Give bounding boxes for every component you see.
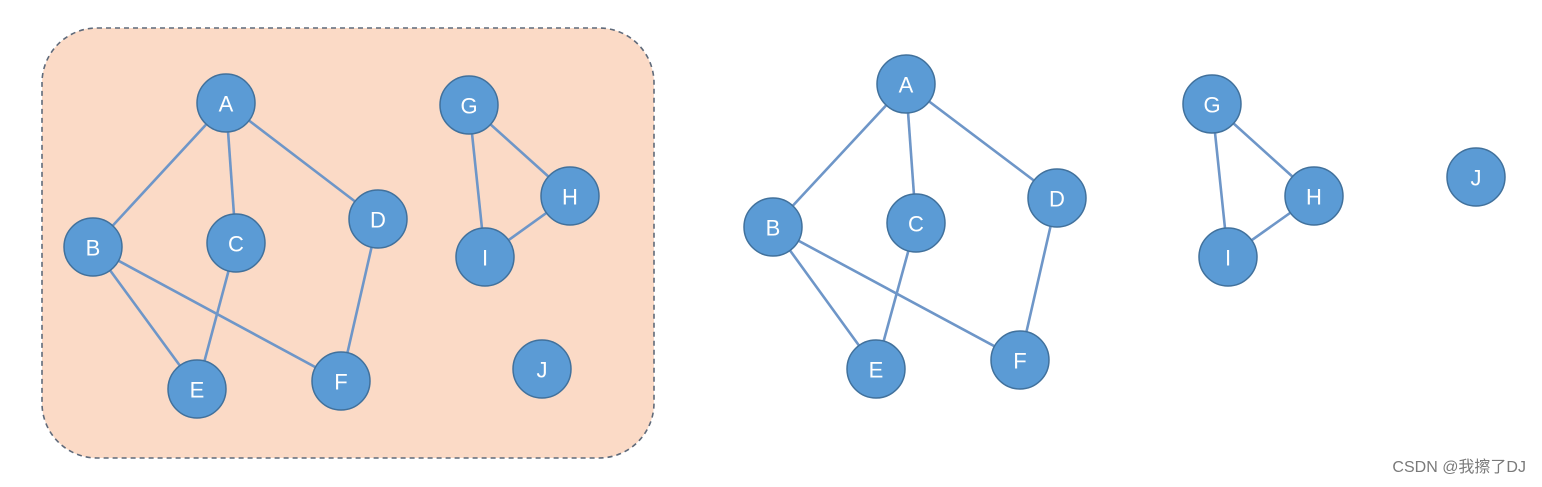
left-node-b-circle (63, 217, 123, 277)
left-node-e-circle (167, 359, 227, 419)
right-graph-nodes: A B C D E F G H I J (743, 54, 1506, 399)
right-node-h: H (1284, 166, 1344, 226)
right-node-a: A (876, 54, 936, 114)
left-node-f: F (311, 351, 371, 411)
right-node-i: I (1198, 227, 1258, 287)
left-node-b-label: B (86, 236, 101, 261)
right-node-j-circle (1446, 147, 1506, 207)
left-node-e-label: E (190, 378, 205, 403)
left-node-f-label: F (334, 370, 347, 395)
left-edge-a-d (225, 101, 379, 221)
right-node-f-circle (990, 330, 1050, 390)
left-node-c-label: C (228, 232, 244, 257)
right-node-g: G (1182, 74, 1242, 134)
left-node-d-circle (348, 189, 408, 249)
right-node-h-label: H (1306, 185, 1322, 210)
left-node-j: J (512, 339, 572, 399)
left-node-h-label: H (562, 185, 578, 210)
right-node-c-circle (886, 193, 946, 253)
right-edge-a-b (772, 83, 907, 228)
left-graph-nodes: A B C D E F G H I J (63, 73, 600, 419)
right-node-d-label: D (1049, 187, 1065, 212)
left-node-i-label: I (482, 246, 488, 271)
left-node-j-circle (512, 339, 572, 399)
right-node-e-label: E (869, 358, 884, 383)
right-node-j-label: J (1471, 166, 1482, 191)
left-node-g-label: G (460, 94, 477, 119)
right-edge-a-d (905, 82, 1058, 200)
left-node-h-circle (540, 166, 600, 226)
right-node-e-circle (846, 339, 906, 399)
right-node-b: B (743, 197, 803, 257)
left-node-d: D (348, 189, 408, 249)
left-edge-a-b (92, 102, 227, 248)
left-node-i: I (455, 227, 515, 287)
left-node-b: B (63, 217, 123, 277)
left-node-a-label: A (219, 92, 234, 117)
right-node-d-circle (1027, 168, 1087, 228)
right-node-j: J (1446, 147, 1506, 207)
left-node-i-circle (455, 227, 515, 287)
right-node-f: F (990, 330, 1050, 390)
left-node-f-circle (311, 351, 371, 411)
right-node-c-label: C (908, 212, 924, 237)
left-node-a: A (196, 73, 256, 133)
left-node-g: G (439, 75, 499, 135)
right-node-g-circle (1182, 74, 1242, 134)
left-node-j-label: J (537, 358, 548, 383)
left-node-d-label: D (370, 208, 386, 233)
right-node-b-circle (743, 197, 803, 257)
right-node-c: C (886, 193, 946, 253)
left-node-h: H (540, 166, 600, 226)
right-node-g-label: G (1203, 93, 1220, 118)
left-node-c-circle (206, 213, 266, 273)
watermark: CSDN @我擦了DJ (1392, 459, 1526, 476)
right-node-a-label: A (899, 73, 914, 98)
right-graph-edges (771, 82, 1315, 370)
left-node-c: C (206, 213, 266, 273)
right-node-i-circle (1198, 227, 1258, 287)
right-node-b-label: B (766, 216, 781, 241)
right-node-a-circle (876, 54, 936, 114)
right-node-i-label: I (1225, 246, 1231, 271)
left-node-g-circle (439, 75, 499, 135)
left-node-a-circle (196, 73, 256, 133)
left-node-e: E (167, 359, 227, 419)
right-node-d: D (1027, 168, 1087, 228)
right-node-f-label: F (1013, 349, 1026, 374)
right-node-e: E (846, 339, 906, 399)
right-node-h-circle (1284, 166, 1344, 226)
